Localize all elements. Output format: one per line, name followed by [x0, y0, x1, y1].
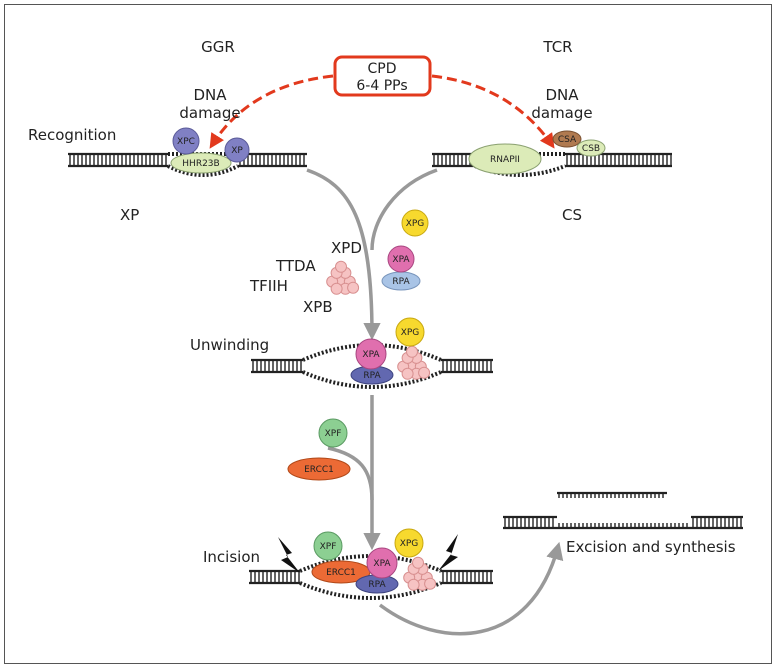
xpg-protein-free	[401, 209, 429, 237]
incision-lightning-icon-left	[278, 537, 300, 573]
dna-damage-left-line1: DNA	[193, 86, 227, 104]
incision-lightning-icon-right	[438, 534, 458, 571]
lesion-cpd: CPD	[368, 61, 397, 77]
disease-cs: CS	[562, 206, 582, 224]
dna-damage-right-line1: DNA	[545, 86, 579, 104]
csa-label: CSA	[558, 135, 577, 145]
xpf-protein-incision	[313, 531, 343, 561]
xpf-free-label: XPF	[325, 429, 342, 439]
step-incision: Incision	[203, 548, 260, 566]
rnapii-label: RNAPII	[490, 155, 520, 165]
lesion-box	[333, 55, 432, 97]
ercc1-protein-free	[287, 457, 351, 481]
xpc-label: XPC	[177, 137, 195, 147]
disease-xp: XP	[120, 206, 139, 224]
tfiih-complex-incision	[403, 556, 437, 591]
xpa-protein-unwinding	[355, 338, 387, 370]
rpa-unwinding-label: RPA	[363, 371, 381, 381]
dna-damage-right-line2: damage	[531, 104, 592, 122]
gray-arrow-from-tcr	[370, 168, 438, 251]
xpd-label: XPD	[331, 239, 362, 257]
xpc-protein	[172, 127, 200, 155]
gray-arrow-to-excision	[378, 541, 564, 636]
ggr-label: GGR	[201, 38, 235, 56]
ercc1-free-label: ERCC1	[304, 465, 334, 475]
csb-protein	[576, 139, 606, 157]
tcr-label: TCR	[542, 38, 572, 56]
tfiih-complex-free	[326, 260, 360, 295]
dna-recognition-tcr	[432, 151, 672, 177]
red-dashed-arrow-right	[431, 74, 555, 149]
xp-protein	[224, 137, 250, 163]
xpb-label: XPB	[303, 298, 333, 316]
tfiih-label: TFIIH	[249, 277, 288, 295]
gray-arrow-xpf-ercc1-join	[327, 446, 374, 501]
xpa-protein-incision	[366, 547, 398, 579]
csb-label: CSB	[582, 144, 600, 154]
xpf-incision-label: XPF	[320, 542, 337, 552]
xpg-protein-incision	[394, 528, 424, 558]
step-recognition: Recognition	[28, 126, 116, 144]
dna-excised-gap	[503, 491, 743, 530]
xpg-free-label: XPG	[406, 219, 425, 229]
lesion-64pp: 6-4 PPs	[356, 78, 407, 94]
rpa-free-label: RPA	[392, 277, 410, 287]
hhr23b-label: HHR23B	[182, 159, 219, 169]
dna-recognition-ggr	[68, 151, 307, 177]
step-unwinding: Unwinding	[190, 336, 269, 354]
step-excision-synthesis: Excision and synthesis	[566, 538, 736, 556]
xpg-unwinding-label: XPG	[401, 328, 420, 338]
xpf-protein-free	[318, 418, 348, 448]
rpa-incision-label: RPA	[368, 580, 386, 590]
xpa-free-label: XPA	[392, 255, 410, 265]
dna-damage-left-line2: damage	[179, 104, 240, 122]
csa-protein	[552, 130, 582, 148]
xpg-protein-unwinding	[395, 317, 425, 347]
red-dashed-arrow-left	[209, 74, 334, 149]
xpg-incision-label: XPG	[400, 539, 419, 549]
tfiih-complex-unwinding	[397, 345, 431, 380]
rnapii-protein	[468, 143, 542, 175]
xp-label: XP	[231, 146, 243, 156]
gray-arrow-from-ggr	[306, 168, 381, 341]
ttda-label: TTDA	[275, 257, 316, 275]
ercc1-incision-label: ERCC1	[326, 568, 356, 578]
xpa-protein-free	[387, 245, 415, 273]
xpa-unwinding-label: XPA	[362, 350, 380, 360]
hhr23b-protein	[170, 152, 232, 174]
xpa-incision-label: XPA	[373, 559, 391, 569]
